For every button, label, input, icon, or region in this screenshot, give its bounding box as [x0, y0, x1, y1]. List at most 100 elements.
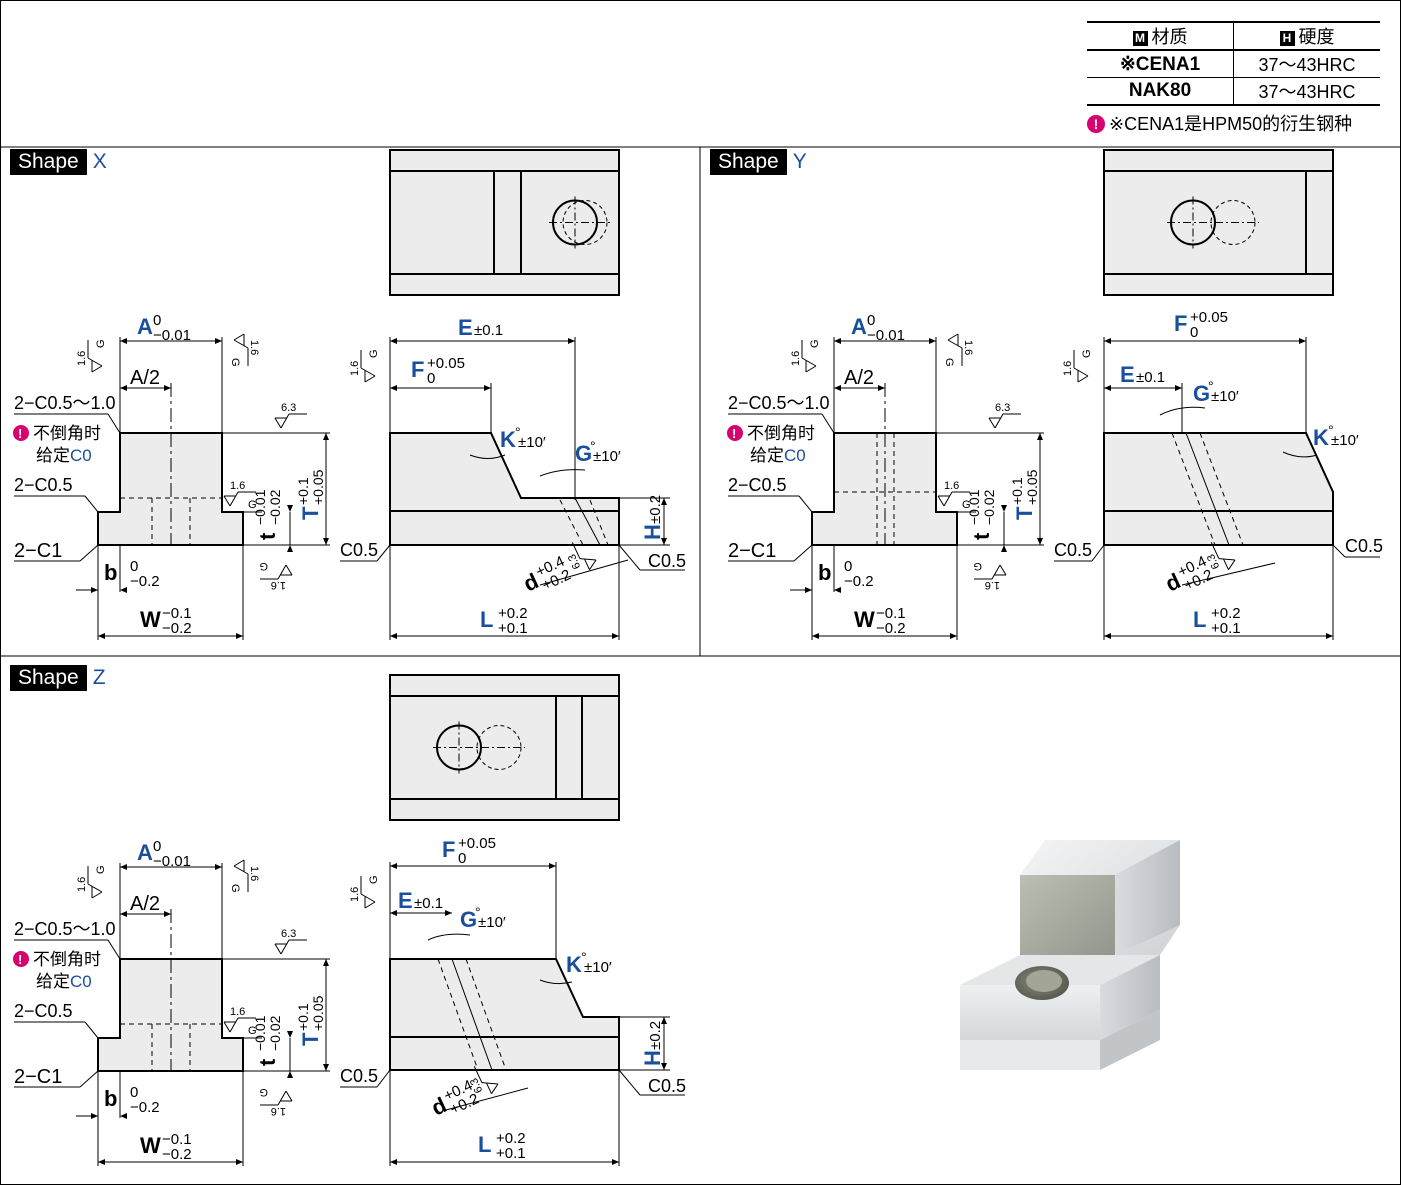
dimension-symbol: K: [500, 427, 516, 452]
tolerance-value: ±10′: [584, 959, 612, 976]
roughness-value: 1.6: [962, 340, 974, 355]
drawing-line: [947, 333, 959, 341]
dimension-arrow: [390, 863, 397, 869]
surface-roughness-symbol: 1.6G: [76, 339, 107, 373]
surface-roughness-symbol: 1.6G: [349, 349, 380, 383]
roughness-value: 1.6: [230, 480, 245, 492]
drawing-line: [280, 413, 290, 429]
leader-line: [1091, 544, 1105, 562]
dimension-symbol: L: [1193, 607, 1206, 632]
l-dimension-label: L+0.2+0.1: [480, 605, 528, 637]
drawing-line: [473, 1066, 483, 1083]
tolerance-upper: −0.01: [252, 489, 268, 525]
surface-roughness-symbol: 1.6G: [229, 333, 260, 367]
dimension-arrow: [834, 587, 841, 593]
tolerance-lower: −0.2: [162, 620, 192, 637]
c05-label: 2−C0.5: [728, 475, 787, 495]
surface-roughness-symbol: 6.3: [1205, 542, 1236, 571]
tolerance-lower: −0.2: [162, 1146, 192, 1163]
dimension-symbol: E: [1120, 362, 1135, 387]
surface-roughness-symbol: 1.6G: [349, 875, 380, 909]
leader-line: [821, 413, 835, 434]
drawing-line: [274, 417, 282, 429]
dimension-symbol: G: [575, 441, 592, 466]
grind-mark: G: [248, 1025, 257, 1037]
drawing-line: [481, 1082, 499, 1085]
grind-mark: G: [368, 349, 380, 358]
top-view-x: [389, 149, 620, 296]
drawing-line: [937, 495, 945, 507]
roughness-value: 6.3: [995, 402, 1010, 414]
tolerance-value: ±10′: [478, 914, 506, 931]
dimension-arrow: [1001, 545, 1007, 552]
warning-icon: [13, 951, 29, 967]
c05-left-label: C0.5: [340, 1066, 378, 1086]
top-view-outline: [389, 149, 620, 296]
drawing-line: [579, 558, 597, 561]
g-angle-arc: [427, 933, 471, 941]
angle-label: K°±10′: [500, 424, 546, 452]
dimension-symbol: E: [398, 888, 413, 913]
dimension-arrow: [120, 1113, 127, 1119]
angle-label: G°±10′: [460, 904, 506, 932]
l-dimension-label: L+0.2+0.1: [478, 1130, 526, 1162]
tolerance-upper: 0: [153, 838, 161, 855]
tolerance-value: ±10′: [1211, 388, 1239, 405]
e-dimension-label: E±0.1: [398, 888, 443, 913]
grind-mark: G: [962, 499, 971, 511]
k-angle-arc: [469, 454, 506, 459]
dimension-symbol: F: [411, 357, 424, 382]
tolerance-upper: +0.2: [496, 1130, 526, 1147]
roughness-value: 6.3: [1205, 552, 1222, 571]
roughness-value: 1.6: [248, 340, 260, 355]
k-angle-arc: [539, 979, 573, 985]
tolerance-upper: +0.2: [1211, 605, 1241, 622]
hidden-hole-circle: [562, 200, 608, 245]
drawing-line: [1218, 558, 1236, 561]
tolerance-lower: −0.02: [981, 489, 997, 525]
leader-line: [376, 544, 391, 562]
dimension-arrow: [91, 587, 98, 593]
roughness-value: 1.6: [985, 579, 1000, 591]
no-chamfer-text: 不倒角时: [33, 950, 101, 969]
top-view-z: [389, 674, 620, 821]
material-header-label: 材质: [1151, 27, 1188, 47]
drawing-line: [805, 365, 817, 373]
dimension-arrow: [812, 633, 819, 639]
dimension-symbol: T: [298, 506, 323, 520]
dimension-symbol: W: [140, 1133, 161, 1158]
leader-line: [1332, 544, 1346, 558]
dimension-arrow: [287, 505, 293, 512]
drawing-line: [233, 333, 245, 341]
roughness-value: 6.3: [468, 1076, 485, 1095]
product-photo: [950, 835, 1180, 1080]
tolerance-upper: 0: [867, 312, 875, 329]
l-dimension-label: L+0.2+0.1: [1193, 605, 1241, 637]
no-chamfer-text: 不倒角时: [33, 424, 101, 443]
tolerance-upper: 0: [153, 312, 161, 329]
c0-label: C0: [70, 446, 92, 465]
dimension-symbol: K: [566, 952, 582, 977]
dimension-symbol: L: [480, 607, 493, 632]
grind-mark: G: [809, 339, 821, 348]
drawing-line: [364, 901, 376, 909]
tolerance-upper: −0.1: [876, 605, 906, 622]
h-dimension-label: H±0.2: [640, 495, 665, 540]
dimension-arrow: [661, 1063, 667, 1070]
dimension-arrow: [929, 338, 936, 344]
c05-label: 2−C0.5: [14, 1001, 73, 1021]
grind-mark: G: [229, 884, 241, 893]
grind-mark: G: [1081, 349, 1093, 358]
material-m-icon: M: [1132, 31, 1148, 46]
dimension-arrow: [164, 911, 171, 917]
tolerance-value: ±0.2: [647, 1021, 664, 1050]
surface-roughness-symbol: 1.6G: [1062, 349, 1093, 383]
tolerance-lower: 0: [1190, 324, 1198, 341]
